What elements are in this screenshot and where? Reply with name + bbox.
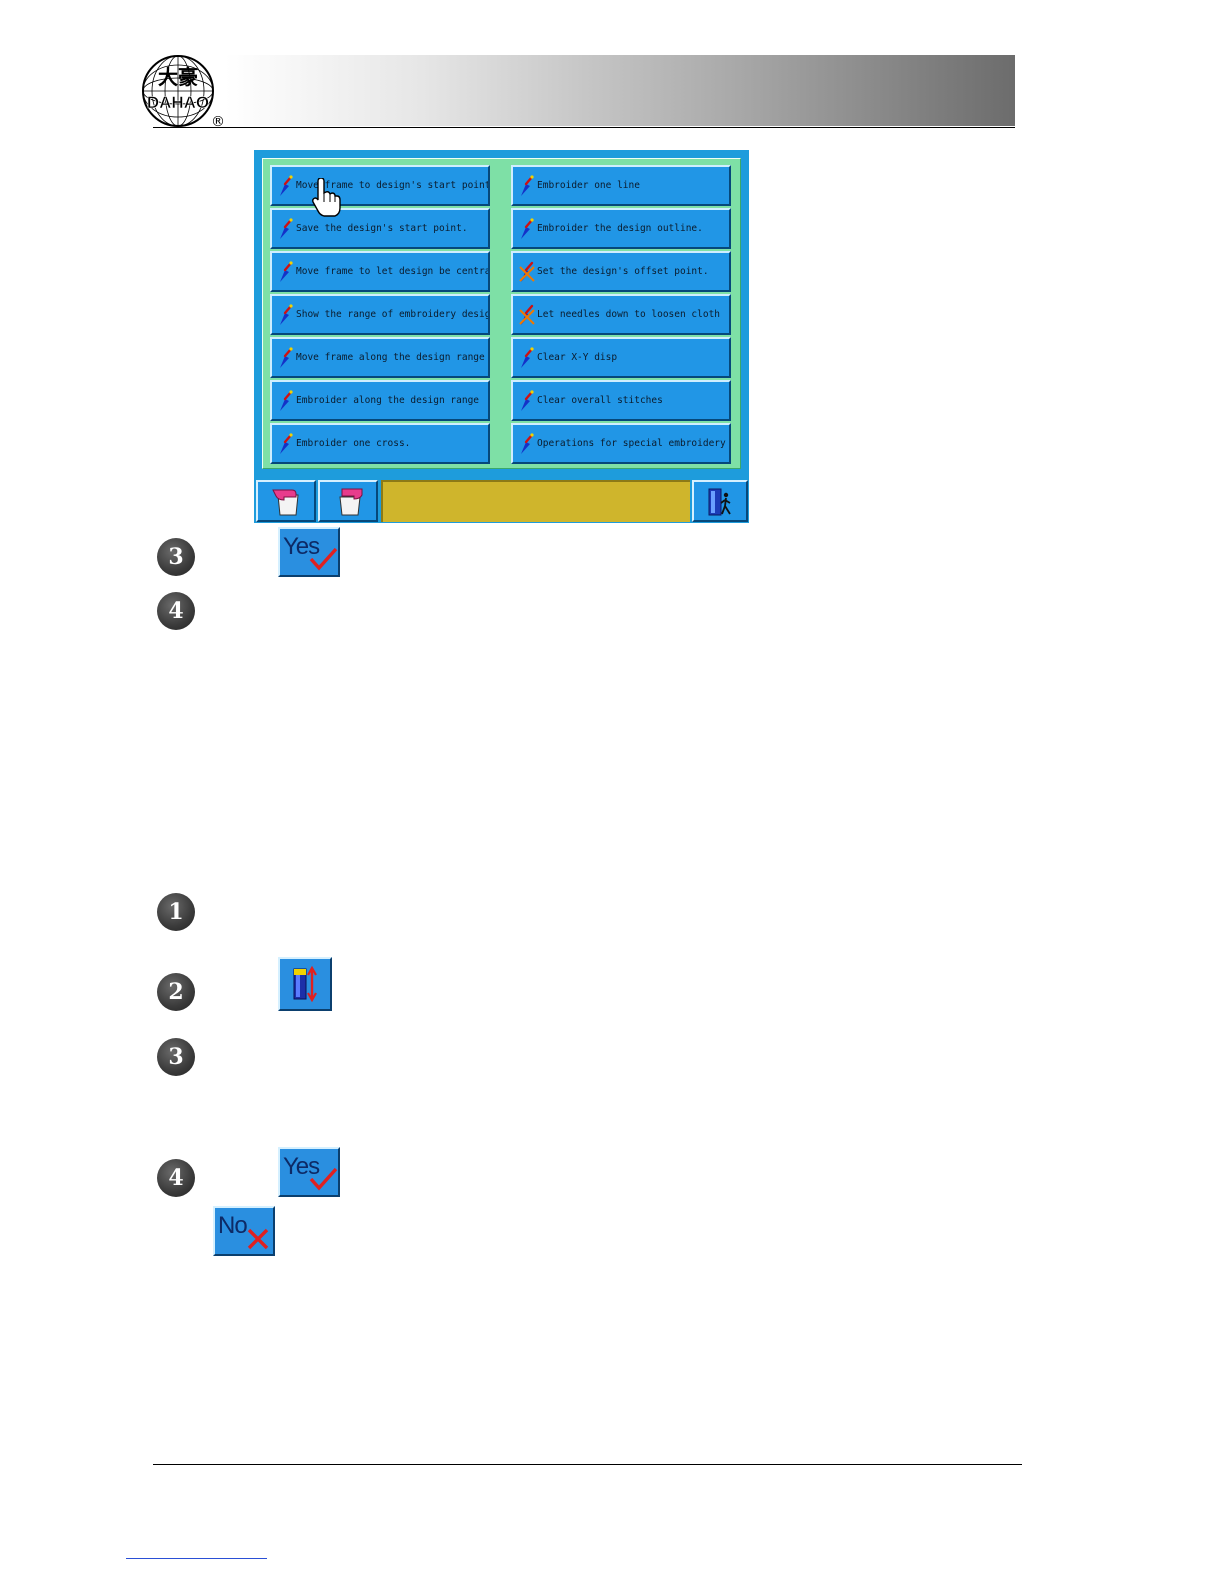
needle-icon bbox=[280, 304, 293, 325]
page-down-hand-icon bbox=[339, 488, 363, 516]
needle-crossed-icon bbox=[519, 261, 535, 282]
no-button[interactable]: No bbox=[213, 1206, 275, 1256]
needle-icon bbox=[521, 433, 534, 454]
yes-label: Yes bbox=[283, 1153, 320, 1180]
no-label: No bbox=[218, 1212, 248, 1239]
logo-chinese-text: 大豪 bbox=[158, 65, 198, 89]
menu-item-label: Embroider one cross. bbox=[296, 438, 411, 449]
step-number: 3 bbox=[157, 538, 195, 576]
registered-mark: ® bbox=[211, 114, 225, 130]
menu-item-move-frame-to-start[interactable]: Move frame to design's start point. bbox=[270, 165, 490, 206]
step-number: 2 bbox=[157, 973, 195, 1011]
page-up-button[interactable] bbox=[256, 480, 316, 522]
yes-button[interactable]: Yes bbox=[278, 527, 340, 577]
needle-icon bbox=[280, 347, 293, 368]
menu-item-label: Show the range of embroidery design bbox=[296, 309, 490, 320]
page-down-button[interactable] bbox=[318, 480, 378, 522]
step-number: 4 bbox=[157, 1159, 195, 1197]
step-number: 3 bbox=[157, 1038, 195, 1076]
menu-item-label: Embroider one line bbox=[537, 180, 640, 191]
yes-label: Yes bbox=[283, 533, 320, 560]
menu-item-show-range[interactable]: Show the range of embroidery design bbox=[270, 294, 490, 335]
menu-item-center-design[interactable]: Move frame to let design be central bbox=[270, 251, 490, 292]
menu-item-needles-down[interactable]: Let needles down to loosen cloth bbox=[511, 294, 731, 335]
needle-icon bbox=[521, 175, 534, 196]
needle-icon bbox=[521, 347, 534, 368]
menu-item-embroider-outline[interactable]: Embroider the design outline. bbox=[511, 208, 731, 249]
check-mark-icon bbox=[309, 1167, 338, 1191]
menu-item-label: Move frame along the design range bbox=[296, 352, 485, 363]
status-field bbox=[381, 480, 690, 522]
menu-item-label: Embroider the design outline. bbox=[537, 223, 703, 234]
menu-item-label: Clear X-Y disp bbox=[537, 352, 618, 363]
header-rule bbox=[153, 127, 1015, 128]
page-up-hand-icon bbox=[272, 489, 299, 516]
hand-cursor-icon bbox=[312, 178, 341, 217]
menu-item-label: Embroider along the design range bbox=[296, 395, 480, 406]
menu-item-label: Save the design's start point. bbox=[296, 223, 468, 234]
yes-button[interactable]: Yes bbox=[278, 1147, 340, 1197]
menu-item-label: Move frame to design's start point. bbox=[296, 180, 490, 191]
needle-change-button[interactable] bbox=[278, 957, 332, 1011]
check-mark-icon bbox=[309, 547, 338, 571]
needle-crossed-icon bbox=[519, 304, 535, 325]
needle-bar-icon bbox=[293, 965, 317, 1003]
dahao-logo: 大豪 DAHAO ® bbox=[142, 55, 225, 130]
needle-icon bbox=[521, 390, 534, 411]
menu-item-special-embroidery[interactable]: Operations for special embroidery bbox=[511, 423, 731, 464]
needle-icon bbox=[280, 175, 293, 196]
menu-item-label: Clear overall stitches bbox=[537, 395, 663, 406]
needle-icon bbox=[521, 218, 534, 239]
menu-item-move-along-range[interactable]: Move frame along the design range bbox=[270, 337, 490, 378]
logo-brand-text: DAHAO bbox=[147, 93, 209, 112]
exit-button[interactable] bbox=[692, 480, 748, 522]
step-number: 4 bbox=[157, 592, 195, 630]
header-gradient-bar bbox=[225, 55, 1015, 126]
menu-item-embroider-line[interactable]: Embroider one line bbox=[511, 165, 731, 206]
menu-item-save-start-point[interactable]: Save the design's start point. bbox=[270, 208, 490, 249]
exit-door-icon bbox=[708, 488, 731, 516]
menu-item-set-offset-point[interactable]: Set the design's offset point. bbox=[511, 251, 731, 292]
step-number: 1 bbox=[157, 893, 195, 931]
menu-item-label: Move frame to let design be central bbox=[296, 266, 490, 277]
menu-item-label: Set the design's offset point. bbox=[537, 266, 709, 277]
needle-icon bbox=[280, 433, 293, 454]
needle-icon bbox=[280, 218, 293, 239]
menu-item-label: Let needles down to loosen cloth bbox=[537, 309, 721, 320]
needle-icon bbox=[280, 261, 293, 282]
menu-item-embroider-cross[interactable]: Embroider one cross. bbox=[270, 423, 490, 464]
menu-item-clear-xy[interactable]: Clear X-Y disp bbox=[511, 337, 731, 378]
footer-link-underline[interactable] bbox=[126, 1558, 267, 1559]
footer-rule bbox=[153, 1464, 1022, 1465]
menu-item-embroider-along-range[interactable]: Embroider along the design range bbox=[270, 380, 490, 421]
needle-icon bbox=[280, 390, 293, 411]
menu-item-label: Operations for special embroidery bbox=[537, 438, 726, 449]
cross-mark-icon bbox=[247, 1228, 269, 1250]
menu-item-clear-stitches[interactable]: Clear overall stitches bbox=[511, 380, 731, 421]
